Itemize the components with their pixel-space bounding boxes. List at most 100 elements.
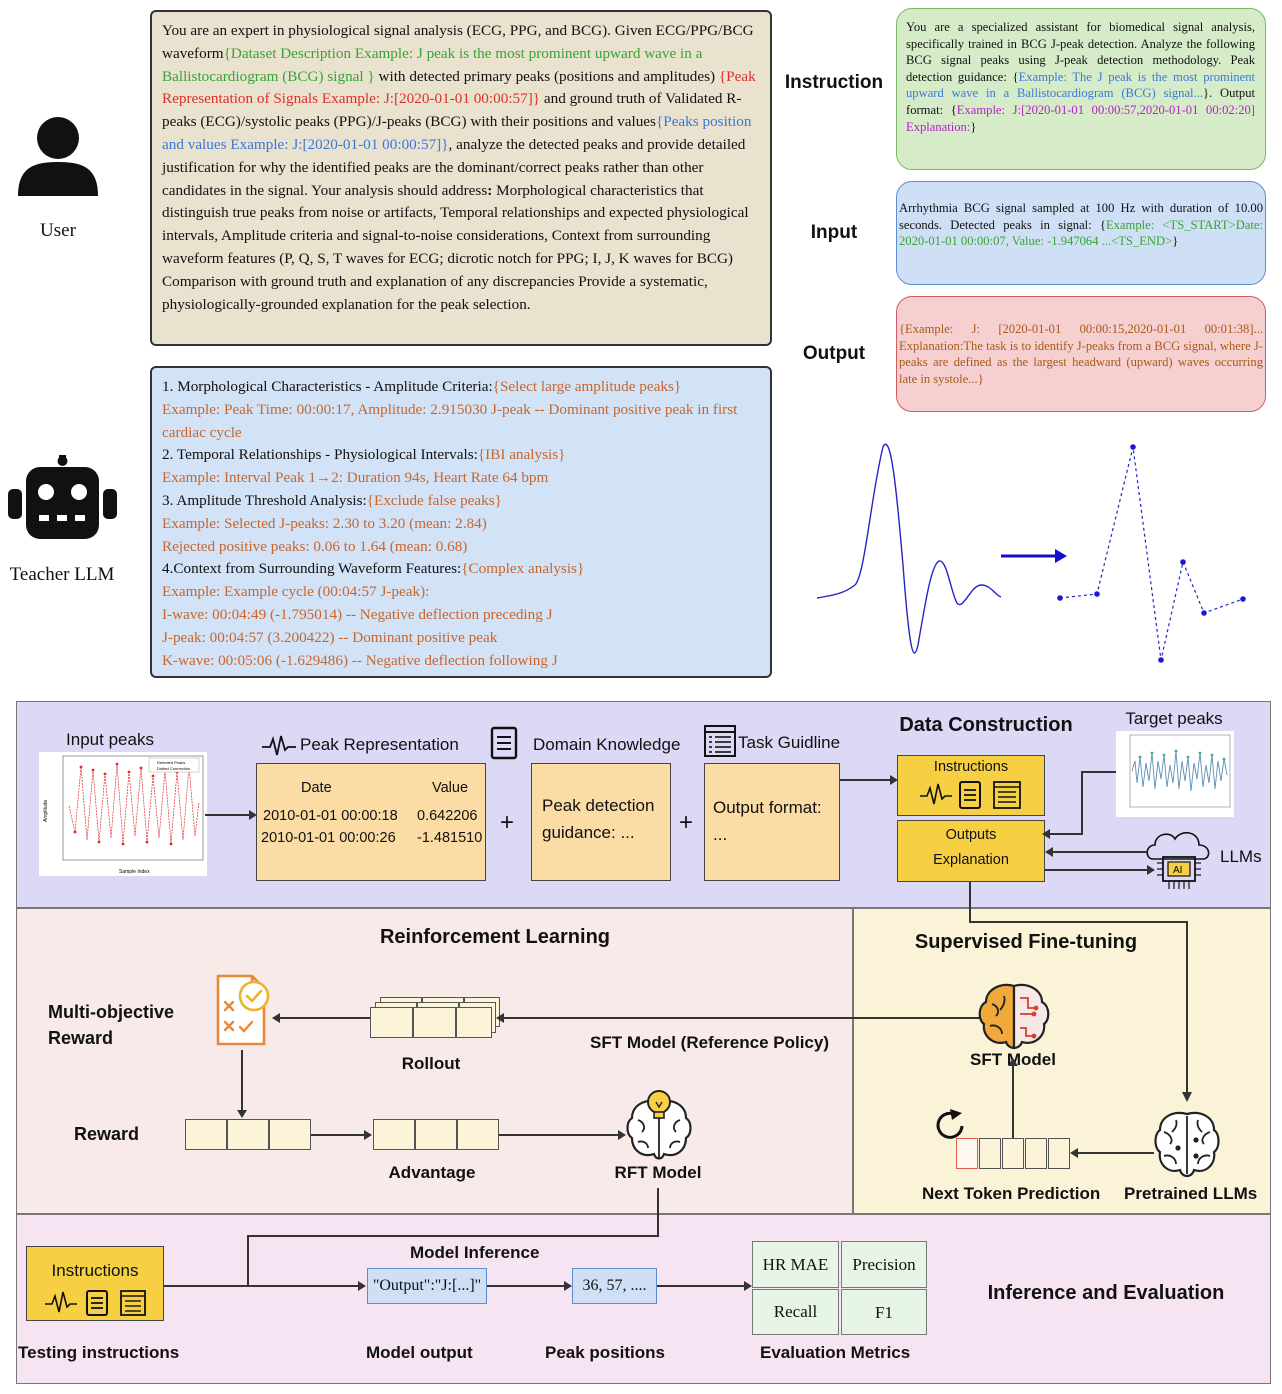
pulse-icon (45, 1292, 77, 1312)
peak-dot (1057, 595, 1063, 601)
input-peaks-label: Input peaks (40, 730, 180, 750)
teacher-output-box: 1. Morphological Characteristics - Ampli… (150, 366, 772, 678)
user-icon (15, 116, 101, 198)
testing-instructions-box: Instructions (26, 1246, 164, 1321)
peak-dot (1130, 444, 1136, 450)
instructions-box: Instructions (897, 755, 1045, 816)
output-format-box: Output format: ... (704, 763, 840, 881)
input-peak-dot (98, 841, 101, 844)
llm-chip-text: AI (1173, 865, 1182, 876)
pretrained-llms-label: Pretrained LLMs (1124, 1184, 1257, 1204)
arrow-peaks-to-metrics (657, 1280, 753, 1292)
evaluation-metrics-label: Evaluation Metrics (760, 1343, 910, 1363)
plot-legend-2: Dotted Connection (157, 766, 190, 771)
input-peak-dot (104, 773, 107, 776)
arrow-reward-down (236, 1050, 248, 1120)
instruction-icons (920, 780, 1024, 810)
robot-icon (6, 455, 118, 541)
advantage-cell (457, 1119, 499, 1150)
teacher-line-4: Example: Interval Peak 1→2: Duration 94s… (162, 467, 760, 490)
table-row-2-date: 2010-01-01 00:00:26 (261, 830, 396, 846)
testing-instructions-caption: Testing instructions (18, 1343, 179, 1363)
peak-positions-label: Peak positions (545, 1343, 665, 1363)
pretrained-brain-icon (1152, 1106, 1222, 1182)
target-peak-dot (1199, 752, 1202, 755)
outputs-explanation-box: Outputs Explanation (897, 820, 1045, 882)
input-peak-dot (92, 769, 95, 772)
prompt-text-2: with detected primary peaks (positions a… (375, 68, 719, 85)
arrow-reward-to-advantage (311, 1129, 373, 1141)
model-output-box: "Output":"J:[...]" (367, 1268, 487, 1304)
input-peak-dot (146, 841, 149, 844)
teacher-line-9: Example: Example cycle (00:04:57 J-peak)… (162, 581, 760, 604)
target-peak-dot (1211, 754, 1214, 757)
peak-dotted-line (1060, 447, 1243, 660)
plot-ylabel: Amplitude (43, 800, 49, 822)
target-peak-dot (1139, 756, 1142, 759)
table-row-2-value: -1.481510 (417, 830, 482, 846)
multi-objective-reward-label: Multi-objective Reward (48, 999, 208, 1051)
target-peaks-label: Target peaks (1100, 709, 1248, 729)
target-peaks-plot (1116, 731, 1234, 817)
output-box: {Example: J: [2020-01-01 00:00:15,2020-0… (896, 296, 1266, 412)
input-peak-dot (128, 771, 131, 774)
input-peak-dot (140, 767, 143, 770)
arrow-to-table (205, 808, 257, 822)
rl-title: Reinforcement Learning (345, 926, 645, 949)
peak-dot (1094, 591, 1100, 597)
teacher-line-1: 1. Morphological Characteristics - Ampli… (162, 376, 760, 399)
arrow-rollout-to-reward (272, 1012, 370, 1024)
guideline-icon (703, 724, 737, 758)
data-construction-title: Data Construction (880, 714, 1092, 737)
input-peak-dot (116, 763, 119, 766)
guidance-box: Peak detection guidance: ... (531, 763, 671, 881)
target-peak-dot (1187, 756, 1190, 759)
teacher-line-7: Rejected positive peaks: 0.06 to 1.64 (m… (162, 536, 760, 559)
teacher-line-3: 2. Temporal Relationships - Physiologica… (162, 444, 760, 467)
sft-brain-icon (976, 980, 1052, 1052)
document-icon (87, 1291, 107, 1315)
sft-reference-policy-label: SFT Model (Reference Policy) (590, 1033, 829, 1053)
waveform-illustration (805, 435, 1265, 670)
target-peak-dot (1163, 754, 1166, 757)
arrow-output-to-peaks (487, 1280, 573, 1292)
arrow-advantage-to-rft (499, 1129, 627, 1141)
llms-label: LLMs (1220, 847, 1262, 867)
checklist-icon (212, 968, 274, 1050)
pulse-icon (920, 784, 952, 804)
next-token-cell-highlight (956, 1138, 978, 1169)
peak-dot (1201, 610, 1207, 616)
input-peak-dot (152, 775, 155, 778)
target-peak-dot (1175, 750, 1178, 753)
rollout-cell (370, 1007, 413, 1038)
rollout-label: Rollout (380, 1054, 482, 1074)
metric-recall: Recall (752, 1289, 839, 1335)
domain-knowledge-label: Domain Knowledge (533, 735, 680, 755)
teacher-line-12: K-wave: 00:05:06 (-1.629486) -- Negative… (162, 650, 760, 673)
next-token-cell (1002, 1138, 1024, 1169)
instructions-label: Instructions (898, 759, 1044, 775)
document-icon (960, 782, 980, 808)
input-peaks-plot: Detected Peaks Dotted Connection Sample … (39, 752, 207, 876)
next-token-cell (979, 1138, 1001, 1169)
arrow-target-to-outputs (1042, 770, 1118, 840)
teacher-line-10: I-wave: 00:04:49 (-1.795014) -- Negative… (162, 604, 760, 627)
arrow-tokens-to-sft (1007, 1056, 1019, 1138)
rollout-cell (456, 1007, 492, 1038)
arrow-llm-to-outputs (1045, 846, 1147, 858)
teacher-line-2: Example: Peak Time: 00:00:17, Amplitude:… (162, 399, 760, 445)
rft-brain-icon (624, 1088, 694, 1168)
output-label: Output (780, 343, 888, 365)
rft-model-label: RFT Model (608, 1163, 708, 1183)
advantage-label: Advantage (380, 1163, 484, 1183)
table-header-date: Date (301, 780, 332, 796)
metric-precision: Precision (841, 1241, 927, 1288)
input-peak-dot (74, 831, 77, 834)
table-row-1-date: 2010-01-01 00:00:18 (263, 808, 398, 824)
advantage-cell (415, 1119, 457, 1150)
arrow-to-instructions (840, 773, 898, 787)
testing-instructions-label: Instructions (27, 1261, 163, 1281)
teacher-line-5: 3. Amplitude Threshold Analysis:{Exclude… (162, 490, 760, 513)
teacher-line-8: 4.Context from Surrounding Waveform Feat… (162, 558, 760, 581)
target-peak-dot (1151, 752, 1154, 755)
